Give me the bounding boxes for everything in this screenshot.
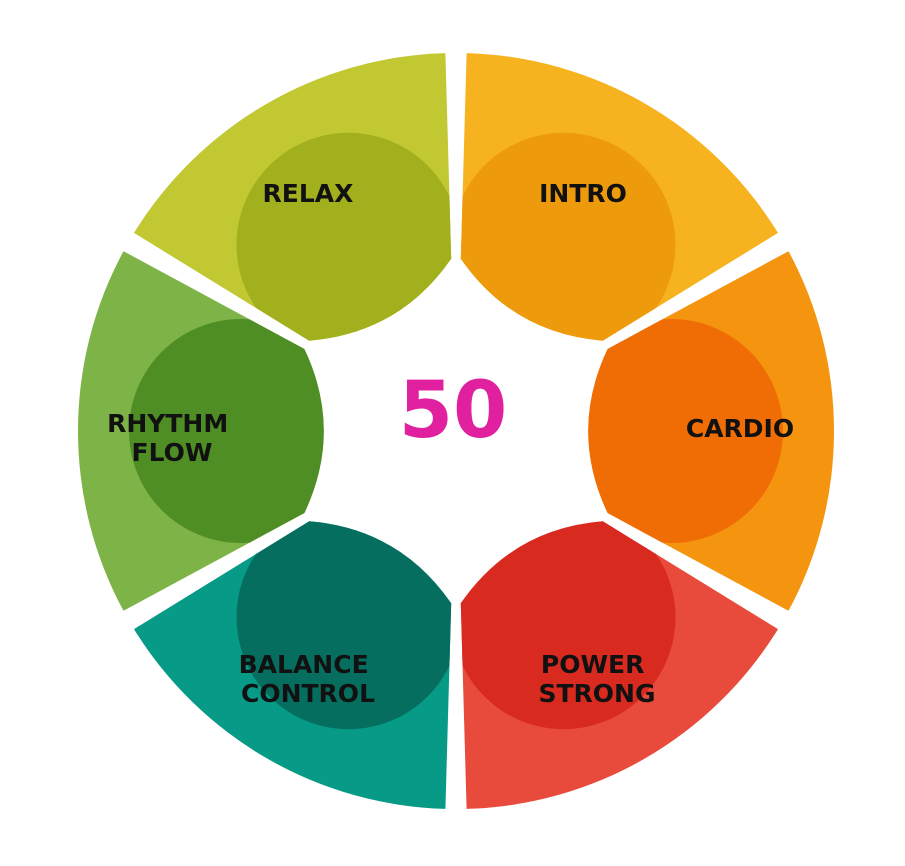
segment-power-label: POWER STRONG: [538, 650, 655, 708]
segment-cardio-inner-shade: [588, 319, 783, 543]
center-number: 50: [399, 366, 508, 456]
segment-power-strong: POWER STRONG: [460, 521, 778, 809]
segment-relax-label: RELAX: [263, 179, 354, 208]
segment-intro: INTRO: [460, 53, 778, 341]
segment-cardio-label: CARDIO: [686, 414, 794, 443]
segment-intro-label: INTRO: [539, 179, 627, 208]
segment-balance-label: BALANCE CONTROL: [239, 650, 378, 708]
segment-balance-control: BALANCE CONTROL: [134, 521, 452, 809]
segment-relax: RELAX: [134, 53, 452, 341]
segment-intro-inner-shade: [460, 132, 676, 341]
segment-power-inner-shade: [460, 521, 676, 730]
segment-rhythm-flow: RHYTHM FLOW: [77, 251, 324, 611]
segment-relax-inner-shade: [236, 132, 452, 341]
segment-rhythm-inner-shade: [129, 319, 324, 543]
segment-balance-inner-shade: [236, 521, 452, 730]
segment-rhythm-label: RHYTHM FLOW: [107, 409, 237, 467]
segment-cardio: CARDIO: [588, 251, 835, 611]
